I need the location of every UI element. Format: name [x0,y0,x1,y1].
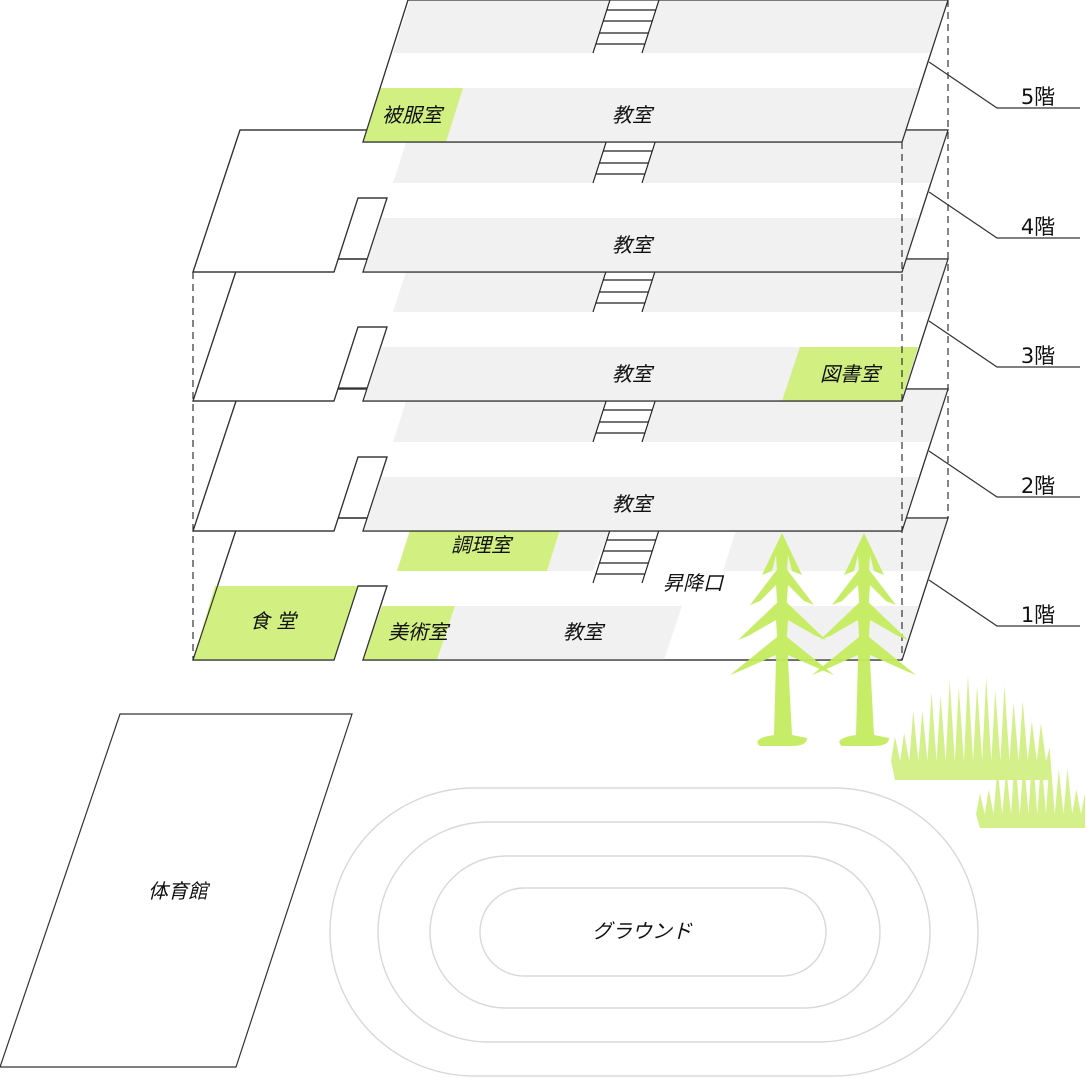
floor-label-3: 3階 [928,320,1080,368]
floor-label-4: 4階 [928,191,1080,239]
corridor-band [393,130,948,183]
stairs-icon [592,0,660,54]
track-lane-outer [329,787,979,1077]
tree-foliage [730,633,834,685]
tree-foliage [844,533,884,585]
leader-line [928,320,1080,368]
room-classroom [437,606,682,660]
gymnasium[interactable]: 体育館 [0,713,353,1068]
tree-foliage [812,633,916,685]
corridor-band [393,0,948,53]
ground-label: グラウンド [592,919,693,943]
room-classroom-label: 教室 [612,233,655,257]
track-lane-3 [429,855,881,1009]
floor-label-text: 4階 [1021,215,1055,239]
track-lane-inner [479,887,827,977]
stairs-bg [593,130,659,183]
floor-edge [192,129,949,273]
floor-label-1: 1階 [928,579,1080,627]
stairs-icon [592,529,660,584]
room-cafeteria [193,586,358,660]
corridor-band [393,389,948,442]
tree-foliage [738,598,826,650]
trees [730,533,1085,828]
leader-line [928,450,1080,498]
room-cooking-label: 調理室 [451,533,514,557]
tree-trunk [839,660,889,746]
tree-foliage [820,598,908,650]
floor-4[interactable]: 教室 [192,129,949,273]
stairs-bg [593,389,659,442]
room-classroom [363,347,919,401]
leader-line [928,579,1080,627]
floor-label-2: 2階 [928,450,1080,498]
stairs-bg [593,0,659,53]
floor-3[interactable]: 教室 図書室 [192,258,949,402]
room-classroom-label: 教室 [612,103,655,127]
floor-edge [192,258,949,402]
floor-5[interactable]: 教室 被服室 [362,0,949,143]
stairs-rail [641,0,660,54]
floor-label-text: 2階 [1021,474,1055,498]
tree-trunk [757,660,807,746]
building-floors: 調理室食 堂美術室教室昇降口教室教室図書室教室教室被服室 [192,0,949,661]
room-classroom [363,477,919,531]
room-clothing-label: 被服室 [382,103,445,127]
tree-foliage [750,563,814,615]
gym-label: 体育館 [148,879,211,903]
room-art-label: 美術室 [388,620,451,644]
room-classroom-label: 教室 [612,492,655,516]
floor-label-text: 3階 [1021,344,1055,368]
room-library-label: 図書室 [820,362,883,386]
floor-label-text: 5階 [1021,85,1055,109]
stairs-rail [641,529,660,584]
floor-guides [192,0,949,660]
room-classroom [363,88,919,142]
corridor-band [547,530,610,571]
room-library [782,347,918,401]
tree-icon [730,533,834,746]
bush-icon [976,748,1085,828]
entrance-label: 昇降口 [663,571,725,595]
leader-line [928,191,1080,239]
track-lane-2 [377,821,931,1043]
floor-edge [192,388,949,532]
room-clothing [363,88,463,142]
tree-foliage [762,533,802,585]
room-cooking [397,530,560,571]
leader-line [928,61,1080,109]
floor-2[interactable]: 教室 [192,388,949,532]
stairs-bg [593,530,659,583]
room-cafeteria-label: 食 堂 [250,609,299,633]
gym-outline [0,713,353,1068]
room-classroom [363,218,919,272]
floor-labels: 1階 2階 3階 4階 5階 [928,61,1080,627]
floor-label-text: 1階 [1021,603,1055,627]
ground-track: グラウンド [329,787,979,1077]
tree-foliage [832,563,896,615]
tree-icon [812,533,916,746]
room-art [363,606,455,660]
floor-edge [192,517,949,661]
floor-label-5: 5階 [928,61,1080,109]
room-classroom-label: 教室 [612,362,655,386]
room-classroom-label: 教室 [563,620,606,644]
bush-icon [891,675,1050,780]
